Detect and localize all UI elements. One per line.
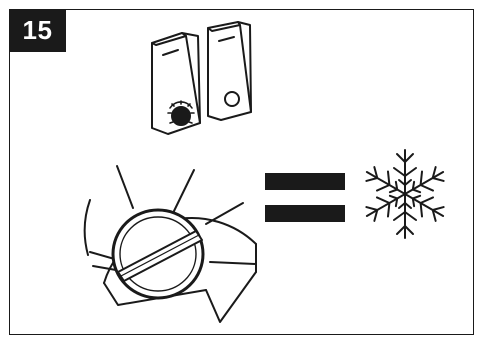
equals-icon — [265, 173, 345, 222]
temperature-dial-icon — [83, 165, 257, 323]
rocker-switches-icon — [151, 21, 252, 135]
snowflake-icon — [360, 149, 450, 239]
step-number-badge: 15 — [9, 9, 66, 52]
